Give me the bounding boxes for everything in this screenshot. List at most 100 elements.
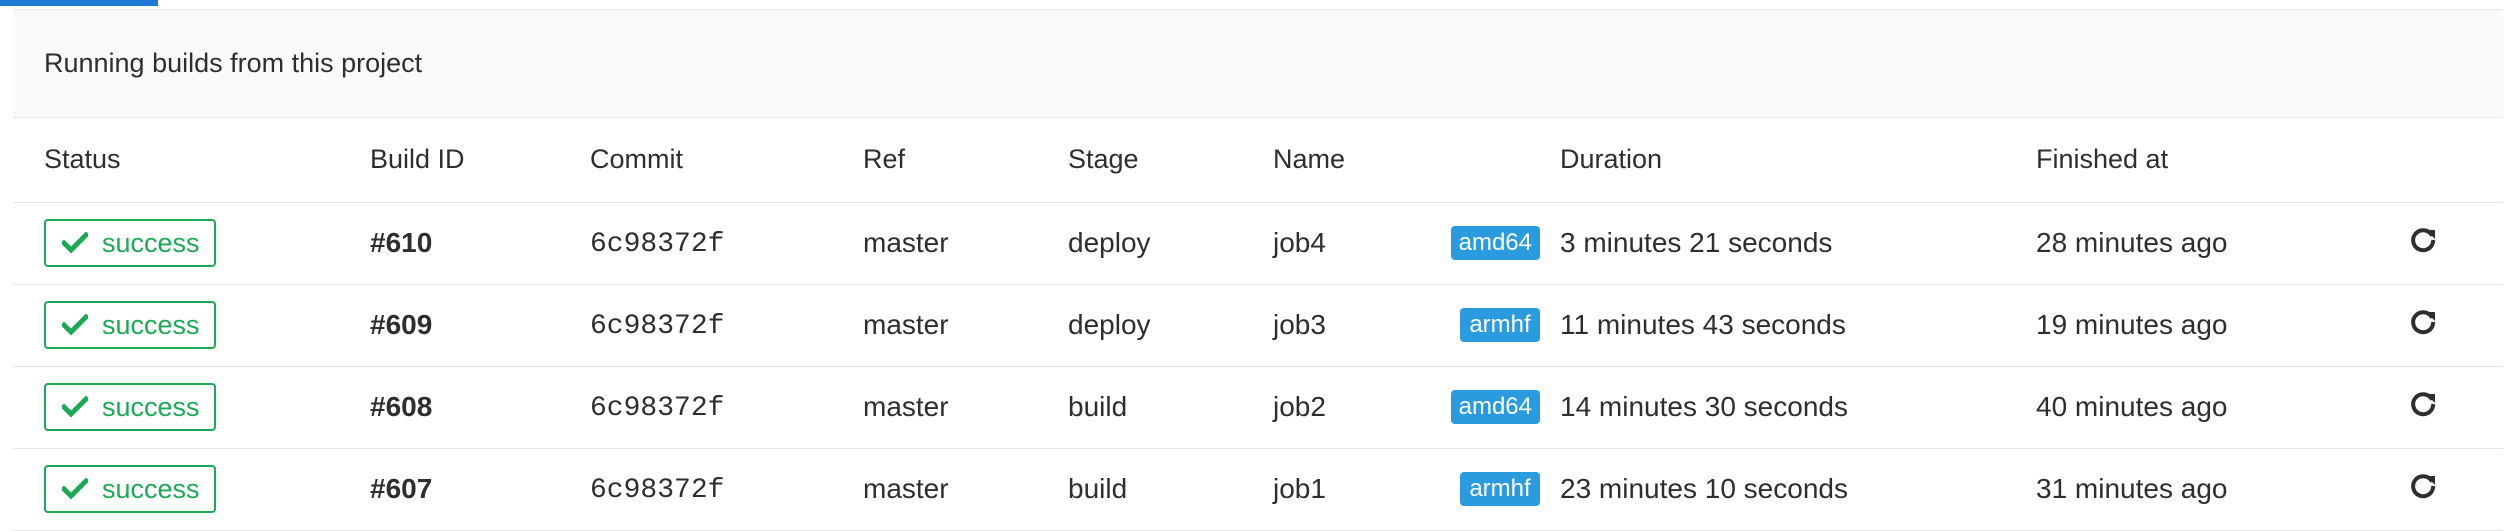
retry-icon (2411, 474, 2436, 499)
build-id-link[interactable]: #609 (370, 309, 433, 340)
builds-table-header: Status Build ID Commit Ref Stage Name Du… (13, 118, 2503, 202)
ref-link[interactable]: master (863, 309, 949, 340)
status-badge[interactable]: success (44, 301, 216, 349)
build-id-link[interactable]: #608 (370, 391, 433, 422)
job-name-link[interactable]: job4 (1273, 227, 1326, 258)
check-icon (62, 396, 88, 418)
ref-link[interactable]: master (863, 473, 949, 504)
actions-cell (2403, 366, 2503, 448)
stage-label: build (1068, 473, 1128, 504)
stage-label: build (1068, 391, 1128, 422)
duration-cell: 11 minutes 43 seconds (1560, 284, 2036, 366)
actions-column-header (2403, 118, 2503, 202)
status-column-header: Status (44, 144, 121, 175)
build-id-cell: #607 (370, 448, 590, 530)
build-id-link[interactable]: #607 (370, 473, 433, 504)
duration-value: 14 minutes 30 seconds (1560, 391, 1848, 422)
status-cell: success (13, 366, 370, 448)
status-badge[interactable]: success (44, 383, 216, 431)
job-name-link[interactable]: job1 (1273, 473, 1326, 504)
commit-sha-link[interactable]: 6c98372f (590, 229, 725, 260)
finished-at-column-header: Finished at (2036, 144, 2169, 175)
runner-tag-badge: armhf (1460, 308, 1540, 343)
retry-button[interactable] (2405, 305, 2441, 341)
runner-tag-badge: amd64 (1450, 390, 1540, 425)
status-label: success (102, 227, 200, 258)
commit-cell: 6c98372f (590, 284, 863, 366)
ref-cell: master (863, 366, 1068, 448)
duration-value: 11 minutes 43 seconds (1560, 309, 1846, 340)
name-cell: job4 (1273, 202, 1405, 284)
finished-at-value: 40 minutes ago (2036, 391, 2228, 422)
stage-cell: deploy (1068, 284, 1273, 366)
build-id-cell: #609 (370, 284, 590, 366)
status-label: success (102, 473, 200, 504)
status-badge[interactable]: success (44, 465, 216, 513)
ref-cell: master (863, 202, 1068, 284)
check-icon (62, 314, 88, 336)
retry-button[interactable] (2405, 223, 2441, 259)
ref-link[interactable]: master (863, 391, 949, 422)
retry-icon (2411, 392, 2436, 417)
ref-column-header: Ref (863, 144, 906, 175)
actions-cell (2403, 202, 2503, 284)
finished-at-cell: 40 minutes ago (2036, 366, 2403, 448)
check-icon (62, 232, 88, 254)
build-id-column-header: Build ID (370, 144, 465, 175)
status-cell: success (13, 448, 370, 530)
panel-title: Running builds from this project (13, 10, 2503, 118)
duration-value: 23 minutes 10 seconds (1560, 473, 1848, 504)
duration-cell: 3 minutes 21 seconds (1560, 202, 2036, 284)
table-row: success #607 6c98372f master build job1 (13, 448, 2503, 530)
runner-tag-badge: armhf (1460, 472, 1540, 507)
check-icon (62, 478, 88, 500)
table-header-row: Status Build ID Commit Ref Stage Name Du… (13, 118, 2503, 202)
active-tab-indicator (0, 0, 158, 6)
commit-sha-link[interactable]: 6c98372f (590, 311, 725, 342)
name-cell: job2 (1273, 366, 1405, 448)
runner-tag-badge: amd64 (1450, 226, 1540, 261)
stage-cell: build (1068, 448, 1273, 530)
finished-at-cell: 28 minutes ago (2036, 202, 2403, 284)
table-row: success #609 6c98372f master deploy job3 (13, 284, 2503, 366)
commit-column-header: Commit (590, 144, 683, 175)
stage-label: deploy (1068, 309, 1151, 340)
build-id-cell: #610 (370, 202, 590, 284)
duration-value: 3 minutes 21 seconds (1560, 227, 1833, 258)
actions-cell (2403, 284, 2503, 366)
status-badge[interactable]: success (44, 219, 216, 267)
finished-at-value: 31 minutes ago (2036, 473, 2228, 504)
job-name-link[interactable]: job3 (1273, 309, 1326, 340)
actions-cell (2403, 448, 2503, 530)
status-cell: success (13, 202, 370, 284)
commit-cell: 6c98372f (590, 448, 863, 530)
ref-cell: master (863, 284, 1068, 366)
retry-button[interactable] (2405, 387, 2441, 423)
ref-link[interactable]: master (863, 227, 949, 258)
tag-cell: amd64 (1405, 202, 1560, 284)
name-cell: job1 (1273, 448, 1405, 530)
build-id-link[interactable]: #610 (370, 227, 433, 258)
commit-sha-link[interactable]: 6c98372f (590, 393, 725, 424)
tag-cell: armhf (1405, 284, 1560, 366)
tag-cell: amd64 (1405, 366, 1560, 448)
job-name-link[interactable]: job2 (1273, 391, 1326, 422)
retry-icon (2411, 310, 2436, 335)
status-cell: success (13, 284, 370, 366)
stage-cell: build (1068, 366, 1273, 448)
stage-column-header: Stage (1068, 144, 1139, 175)
finished-at-value: 28 minutes ago (2036, 227, 2228, 258)
table-row: success #608 6c98372f master build job2 (13, 366, 2503, 448)
table-row: success #610 6c98372f master deploy job4 (13, 202, 2503, 284)
duration-cell: 23 minutes 10 seconds (1560, 448, 2036, 530)
duration-cell: 14 minutes 30 seconds (1560, 366, 2036, 448)
retry-button[interactable] (2405, 469, 2441, 505)
finished-at-cell: 31 minutes ago (2036, 448, 2403, 530)
commit-sha-link[interactable]: 6c98372f (590, 475, 725, 506)
commit-cell: 6c98372f (590, 366, 863, 448)
stage-label: deploy (1068, 227, 1151, 258)
name-cell: job3 (1273, 284, 1405, 366)
status-label: success (102, 391, 200, 422)
stage-cell: deploy (1068, 202, 1273, 284)
finished-at-value: 19 minutes ago (2036, 309, 2228, 340)
